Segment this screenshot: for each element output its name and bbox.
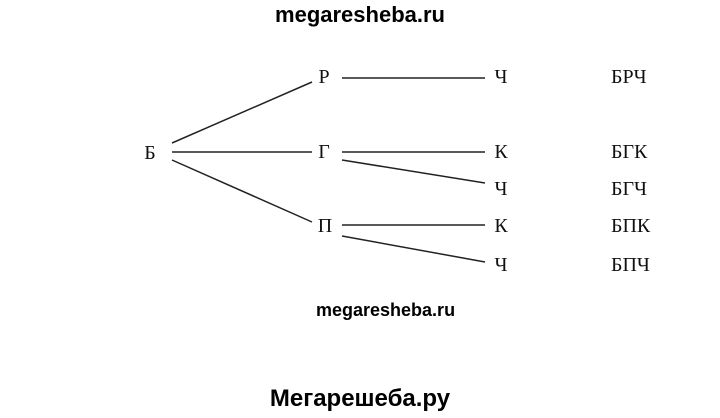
result-label: БРЧ — [611, 66, 647, 88]
result-label: БГЧ — [611, 178, 648, 200]
edge-g-ch — [341, 159, 486, 184]
node-level2: К — [494, 141, 508, 163]
edge-p-ch — [341, 235, 486, 263]
watermark-top: megaresheba.ru — [275, 2, 445, 27]
result-label: БГК — [611, 141, 648, 163]
node-level2: Ч — [494, 178, 508, 200]
node-level1: П — [317, 215, 333, 237]
node-level1: Г — [318, 141, 330, 163]
edge-b-p — [171, 159, 313, 223]
node-level2: Ч — [494, 66, 508, 88]
result-label: БПК — [611, 215, 651, 237]
watermark-middle: megaresheba.ru — [316, 300, 456, 320]
edge-b-r — [171, 81, 313, 144]
node-level2: Ч — [494, 254, 508, 276]
watermark-bottom: Мегарешеба.ру — [269, 385, 451, 412]
result-label: БПЧ — [611, 254, 650, 276]
node-root: Б — [144, 142, 156, 164]
node-level1: Р — [318, 66, 330, 88]
node-level2: К — [494, 215, 508, 237]
